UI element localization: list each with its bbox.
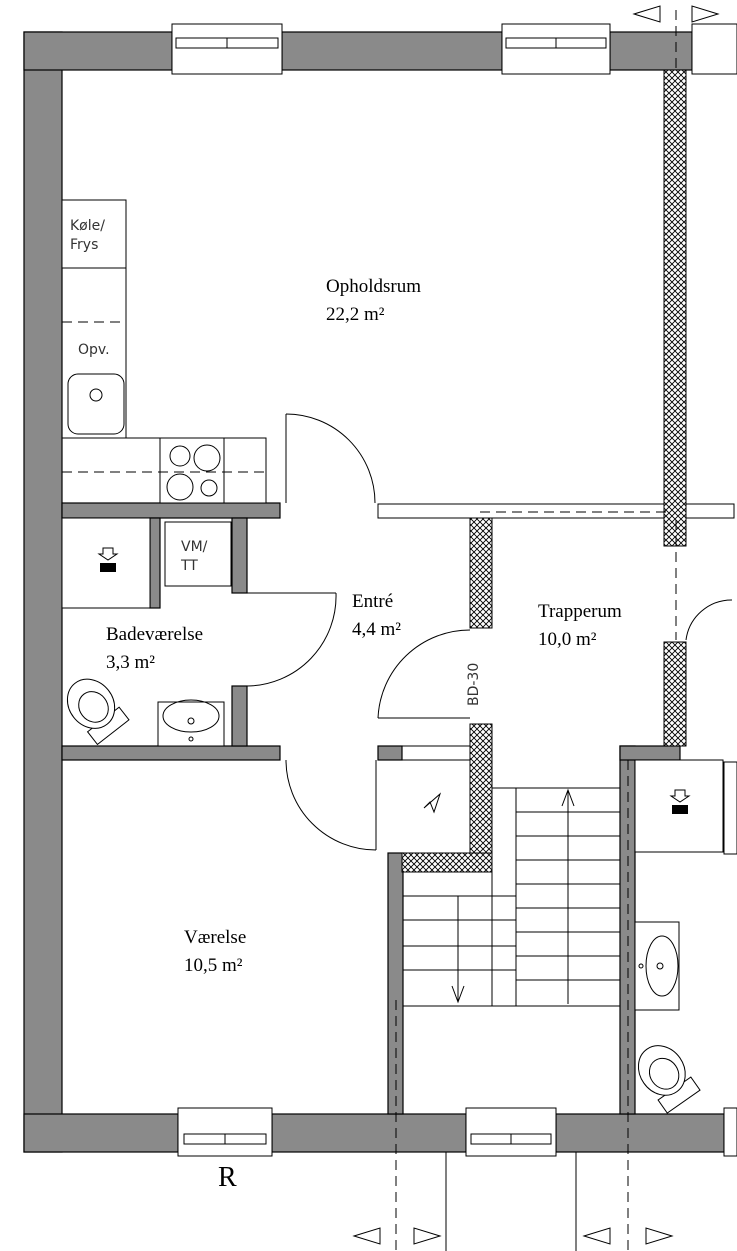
room-name-entre: Entré xyxy=(352,591,393,612)
wall-code-label: BD-30 xyxy=(466,663,482,706)
sink-icon xyxy=(634,921,680,1011)
toilet-icon xyxy=(637,1045,701,1114)
washer-label-line2: TT xyxy=(180,558,198,574)
vent-icon xyxy=(669,789,691,814)
room-area-opholdsrum: 22,2 m² xyxy=(326,304,385,325)
sink-icon xyxy=(157,699,225,747)
toilet-icon xyxy=(66,678,130,746)
room-name-trapperum: Trapperum xyxy=(538,601,622,622)
room-area-trapperum: 10,0 m² xyxy=(538,629,597,650)
room-name-badevaerelse: Badeværelse xyxy=(106,624,203,645)
staircase xyxy=(402,745,621,1007)
washer-label-line1: VM/ xyxy=(181,539,208,555)
stove-icon xyxy=(166,444,221,501)
room-area-vaerelse: 10,5 m² xyxy=(184,955,243,976)
room-name-vaerelse: Værelse xyxy=(184,927,246,948)
kitchen xyxy=(61,199,267,504)
entrance-arrow-icon xyxy=(423,792,442,814)
dishwasher-label: Opv. xyxy=(78,342,110,358)
fridge-label-line2: Frys xyxy=(70,237,98,253)
window-icon xyxy=(171,23,737,1157)
right-bathroom xyxy=(634,759,724,1114)
outer-walls xyxy=(23,31,725,1153)
vent-icon xyxy=(97,547,119,572)
fire-rated-walls xyxy=(401,69,687,873)
interior-walls xyxy=(61,502,735,1115)
section-lines xyxy=(352,5,720,1251)
fridge-label-line1: Køle/ xyxy=(70,218,105,234)
door-swing-icon xyxy=(246,413,733,851)
stair-arrow-icon xyxy=(451,788,575,1004)
room-area-badevaerelse: 3,3 m² xyxy=(106,652,155,673)
room-name-opholdsrum: Opholdsrum xyxy=(326,276,421,297)
section-letter: R xyxy=(218,1162,237,1193)
bathroom-fixtures xyxy=(61,517,232,747)
room-area-entre: 4,4 m² xyxy=(352,619,401,640)
section-arrow-icon xyxy=(352,5,720,1245)
